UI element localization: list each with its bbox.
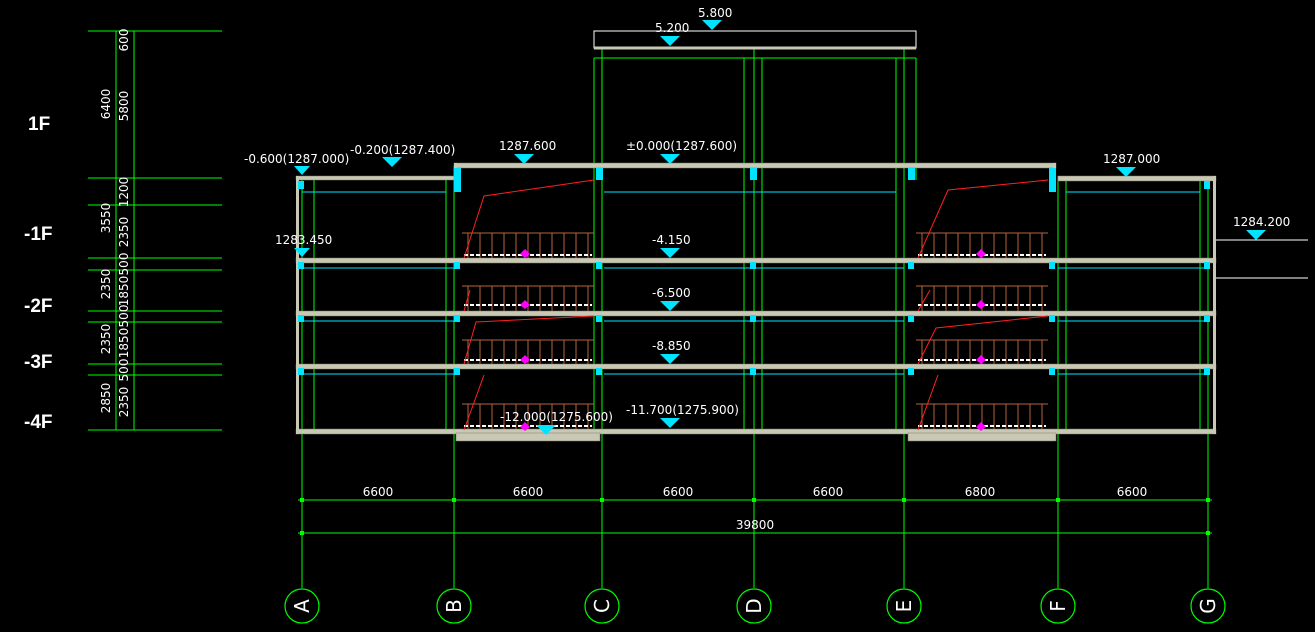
- elev-label-5200: 5.200: [655, 21, 689, 35]
- elev-label-a: -0.600(1287.000): [244, 152, 349, 166]
- slabs: [295, 162, 1217, 442]
- vdim-2350-c: 2350: [99, 269, 113, 300]
- vdim-600: 600: [117, 29, 131, 52]
- elev-marker-f: [1246, 230, 1266, 240]
- vdim-1200: 1200: [117, 177, 131, 208]
- floor-label-b2: -2F: [24, 296, 53, 317]
- elev-label-k: -12.000(1275.600): [500, 410, 613, 424]
- elevation-labels: 5.800 5.200 -0.600(1287.000) -0.200(1287…: [244, 6, 1290, 424]
- elev-label-g: 1283.450: [275, 233, 332, 247]
- axis-bubble-e: E: [886, 588, 922, 624]
- elev-marker-k: [536, 425, 556, 435]
- elev-marker-d: [660, 154, 680, 164]
- elev-label-i: -6.500: [652, 286, 691, 300]
- axis-label-a: A: [290, 599, 314, 613]
- column-heads: [298, 168, 1210, 375]
- vdim-500-a: 500: [117, 253, 131, 276]
- span-dim-bc: 6600: [513, 485, 544, 499]
- total-dim: 39800: [736, 518, 774, 532]
- vdim-500-c: 500: [117, 359, 131, 382]
- axis-label-d: D: [742, 598, 766, 613]
- axis-bubble-g: G: [1190, 588, 1226, 624]
- span-dimension-labels: 6600 6600 6600 6600 6800 6600 39800: [363, 485, 1148, 532]
- vdim-1850-a: 1850: [117, 276, 131, 307]
- elev-marker-5200: [660, 36, 680, 46]
- vdim-2850: 2850: [99, 383, 113, 414]
- span-dim-cd: 6600: [663, 485, 694, 499]
- vdim-5800: 5800: [117, 91, 131, 122]
- elev-marker-c: [514, 154, 534, 164]
- elev-marker-i: [660, 301, 680, 311]
- vdim-2350-a: 2350: [117, 217, 131, 248]
- span-dim-fg: 6600: [1117, 485, 1148, 499]
- axis-bubble-f: F: [1040, 588, 1076, 624]
- floor-label-b3: -3F: [24, 352, 53, 373]
- axis-bubble-c: C: [584, 588, 620, 624]
- floor-label-b4: -4F: [24, 412, 53, 433]
- dimension-ticks: [300, 498, 1210, 535]
- level-rule-lines: [88, 30, 222, 431]
- elev-marker-5800: [702, 20, 722, 30]
- stair-right: [916, 179, 1049, 431]
- vdim-2350-d: 2350: [99, 324, 113, 355]
- axis-label-f: F: [1046, 600, 1070, 612]
- elev-label-l: -11.700(1275.900): [626, 403, 739, 417]
- elev-marker-e: [1116, 167, 1136, 177]
- roof-outline: [593, 30, 917, 49]
- elev-marker-h: [660, 248, 680, 258]
- elev-marker-b: [382, 157, 402, 167]
- elev-label-5800: 5.800: [698, 6, 732, 20]
- vdim-500-b: 500: [117, 305, 131, 328]
- axis-bubble-a: A: [284, 588, 320, 624]
- vdim-3550: 3550: [99, 203, 113, 234]
- vdim-1850-b: 1850: [117, 328, 131, 359]
- walls: [296, 163, 1216, 434]
- elev-label-b: -0.200(1287.400): [350, 143, 455, 157]
- floor-label-b1: -1F: [24, 224, 53, 245]
- axis-label-g: G: [1196, 598, 1220, 614]
- span-dim-ef: 6800: [965, 485, 996, 499]
- stair-left: [462, 179, 595, 431]
- elev-label-c: 1287.600: [499, 139, 556, 153]
- elev-label-f: 1284.200: [1233, 215, 1290, 229]
- elev-marker-g: [294, 248, 310, 257]
- span-dim-ab: 6600: [363, 485, 394, 499]
- elev-label-h: -4.150: [652, 233, 691, 247]
- axis-label-c: C: [590, 599, 614, 613]
- axis-bubble-d: D: [736, 588, 772, 624]
- elev-label-d: ±0.000(1287.600): [626, 139, 737, 153]
- vdim-6400: 6400: [99, 89, 113, 120]
- axis-bubbles: A B C D E F G: [284, 588, 1226, 624]
- elev-label-e: 1287.000: [1103, 152, 1160, 166]
- axis-label-b: B: [442, 599, 466, 613]
- external-ground: [1216, 239, 1308, 279]
- beam-lines: [302, 191, 1208, 375]
- elev-marker-a: [294, 166, 310, 175]
- elev-label-j: -8.850: [652, 339, 691, 353]
- vertical-dimensions: 600 5800 1200 2350 500 1850 500 1850 500…: [99, 29, 131, 418]
- axis-label-e: E: [892, 600, 916, 613]
- span-dim-de: 6600: [813, 485, 844, 499]
- elev-marker-l: [660, 418, 680, 428]
- floor-labels: 1F -1F -2F -3F -4F: [24, 114, 53, 433]
- elevation-markers: [294, 20, 1266, 435]
- axis-bubble-b: B: [436, 588, 472, 624]
- vdim-2350-b: 2350: [117, 387, 131, 418]
- floor-label-1f: 1F: [28, 114, 50, 135]
- elev-marker-j: [660, 354, 680, 364]
